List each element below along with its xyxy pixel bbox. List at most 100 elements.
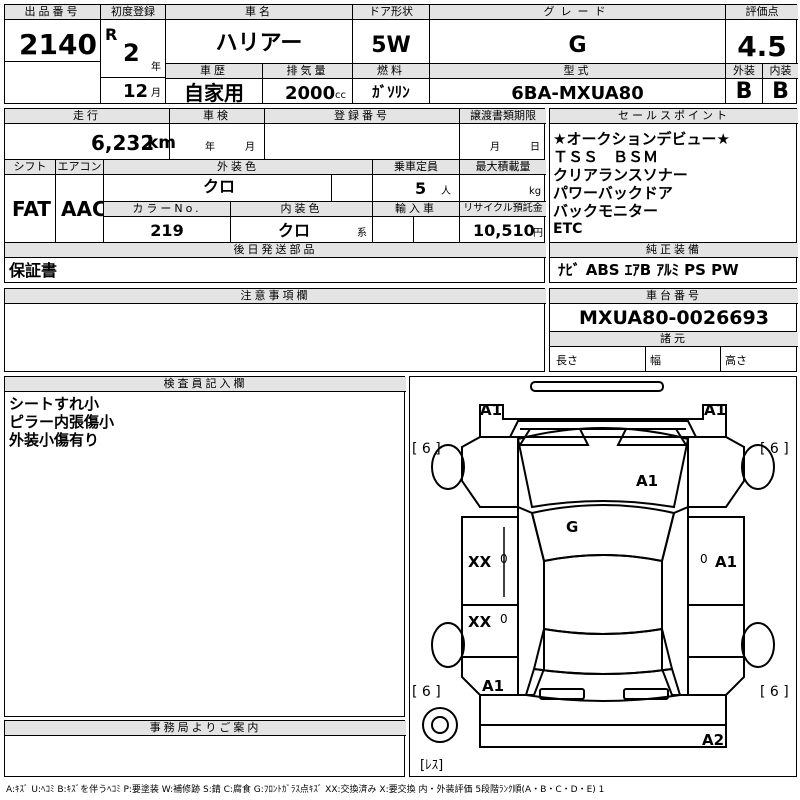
grade-header: グレード: [430, 5, 725, 20]
inspection-year-unit: 年: [205, 142, 215, 153]
mark-rear-left: A1: [482, 677, 505, 695]
sales-point-line: パワーバックドア: [553, 184, 673, 202]
office-block: 事務局よりご案内: [4, 720, 406, 777]
ext-header: 外装: [726, 64, 762, 79]
mileage-unit: km: [147, 133, 177, 153]
sales-points-header: セールスポイント: [550, 109, 798, 124]
car-outline: [422, 381, 775, 748]
spare-tire-mark: [ﾚｽ]: [420, 758, 444, 773]
capacity-unit: 人: [441, 186, 451, 197]
tire-rl-mark: [ 6 ]: [412, 684, 441, 700]
sales-point-line: ETC: [553, 221, 583, 237]
door-type: 5W: [371, 33, 411, 58]
sales-points-block: セールスポイント ★オークションデビュー★ ＴＳＳ ＢＳＭ クリアランスソナー …: [549, 108, 798, 283]
notes-header: 注意事項欄: [5, 289, 546, 304]
door-header: ドア形状: [353, 5, 429, 20]
sales-point-line: クリアランスソナー: [553, 166, 688, 184]
capacity-value: 5: [415, 179, 427, 198]
vehicle-details-block: 走行 車検 登録番号 譲渡書類期限 6,232 km 年 月 月 日 シフト エ…: [4, 108, 546, 283]
color-no-value: 219: [150, 221, 184, 240]
sales-point-line: バックモニター: [553, 202, 659, 220]
damage-diagram: A1 A1 [ 6 ] [ 6 ] A1 G XX 0 0 A1 XX 0 [ …: [409, 376, 797, 777]
car-name: ハリアー: [215, 31, 303, 56]
sales-point-line: ★オークションデビュー★: [553, 130, 730, 148]
mark-left-rear-door-zero: 0: [500, 612, 508, 626]
genuine-header: 純正装備: [550, 243, 798, 258]
inspector-block: 検査員記入欄 シートすれ小 ピラー内張傷小 外装小傷有り: [4, 376, 406, 717]
legend-note: A:ｷｽﾞ U:ﾍｺﾐ B:ｷｽﾞを伴うﾍｺﾐ P:要塗装 W:補修跡 S:錆 …: [6, 785, 605, 795]
fuel-header: 燃料: [353, 64, 429, 79]
notes-block: 注意事項欄: [4, 288, 546, 372]
chassis-number: MXUA80-0026693: [579, 307, 769, 329]
inspector-line: シートすれ小: [9, 395, 100, 413]
ext-color-value: クロ: [202, 177, 235, 196]
max-load-header: 最大積載量: [460, 160, 546, 175]
inspection-header: 車検: [170, 109, 264, 124]
int-header: 内装: [763, 64, 798, 79]
history-value: 自家用: [184, 81, 244, 105]
transfer-month-unit: 月: [490, 142, 500, 153]
inspector-line: ピラー内張傷小: [9, 413, 115, 431]
tire-fr-mark: [ 6 ]: [760, 441, 789, 457]
mark-front-right: A1: [704, 401, 727, 419]
tire-fl-mark: [ 6 ]: [412, 441, 441, 457]
chassis-header: 車台番号: [550, 289, 798, 304]
first-reg-year: 2: [123, 39, 140, 67]
score-header: 評価点: [726, 5, 798, 20]
office-header: 事務局よりご案内: [5, 721, 406, 736]
tire-rr-mark: [ 6 ]: [760, 684, 789, 700]
recycle-header: リサイクル預託金: [460, 202, 546, 217]
mark-left-front-door: XX: [468, 553, 492, 571]
int-color-value: クロ: [277, 221, 310, 240]
later-parts-header: 後日発送部品: [5, 243, 546, 258]
ac-value: AAC: [61, 197, 107, 221]
ac-header: エアコン: [56, 160, 103, 175]
int-score: B: [772, 79, 789, 104]
first-reg-month-unit: 月: [151, 88, 161, 99]
top-block: 出品番号 2140 初度登録 R 2 年 12 月 車名 ハリアー ドア形状 5…: [4, 4, 798, 105]
mark-hood: A1: [636, 472, 659, 490]
first-reg-era: R: [105, 25, 118, 44]
recycle-value: 10,510: [473, 221, 535, 240]
ext-color-header: 外装色: [104, 160, 372, 175]
mark-right-door: A1: [715, 553, 738, 571]
mileage-header: 走行: [5, 109, 169, 124]
history-header: 車歴: [166, 64, 262, 79]
spec-height-label: 高さ: [725, 354, 747, 367]
spec-width-label: 幅: [650, 354, 661, 367]
mark-left-front-door-zero: 0: [500, 552, 508, 566]
spec-length-label: 長さ: [556, 354, 578, 367]
lot-header: 出品番号: [5, 5, 100, 20]
int-color-header: 内装色: [231, 202, 372, 217]
model-value: 6BA-MXUA80: [511, 83, 644, 104]
color-no-header: カラーNo.: [104, 202, 230, 217]
displacement-header: 排気量: [263, 64, 352, 79]
first-reg-year-unit: 年: [151, 62, 161, 73]
specs-header: 諸元: [550, 332, 798, 347]
grade-value: G: [568, 33, 587, 58]
car-name-header: 車名: [166, 5, 352, 20]
transfer-header: 譲渡書類期限: [460, 109, 546, 124]
mark-right-door-zero: 0: [700, 552, 708, 566]
shift-header: シフト: [5, 160, 55, 175]
capacity-header: 乗車定員: [373, 160, 459, 175]
mark-rear-bumper: A2: [702, 731, 725, 749]
inspector-line: 外装小傷有り: [9, 431, 100, 449]
shift-value: FAT: [12, 197, 51, 221]
recycle-unit: 円: [533, 228, 543, 239]
displacement-value: 2000: [285, 83, 336, 104]
score-value: 4.5: [737, 30, 787, 63]
import-header: 輸入車: [373, 202, 459, 217]
inspector-header: 検査員記入欄: [5, 377, 406, 392]
ext-score: B: [735, 79, 753, 104]
displacement-unit: cc: [335, 90, 346, 101]
inspection-month-unit: 月: [245, 142, 255, 153]
chassis-block: 車台番号 MXUA80-0026693 諸元 長さ 幅 高さ: [549, 288, 798, 372]
genuine-value: ﾅﾋﾞ ABS ｴｱB ｱﾙﾐ PS PW: [558, 261, 739, 279]
first-reg-header: 初度登録: [101, 5, 165, 20]
reg-no-header: 登録番号: [265, 109, 459, 124]
sales-point-line: ＴＳＳ ＢＳＭ: [553, 148, 659, 166]
first-reg-month: 12: [123, 81, 149, 102]
int-color-suffix: 系: [357, 228, 367, 239]
model-header: 型式: [430, 64, 725, 79]
